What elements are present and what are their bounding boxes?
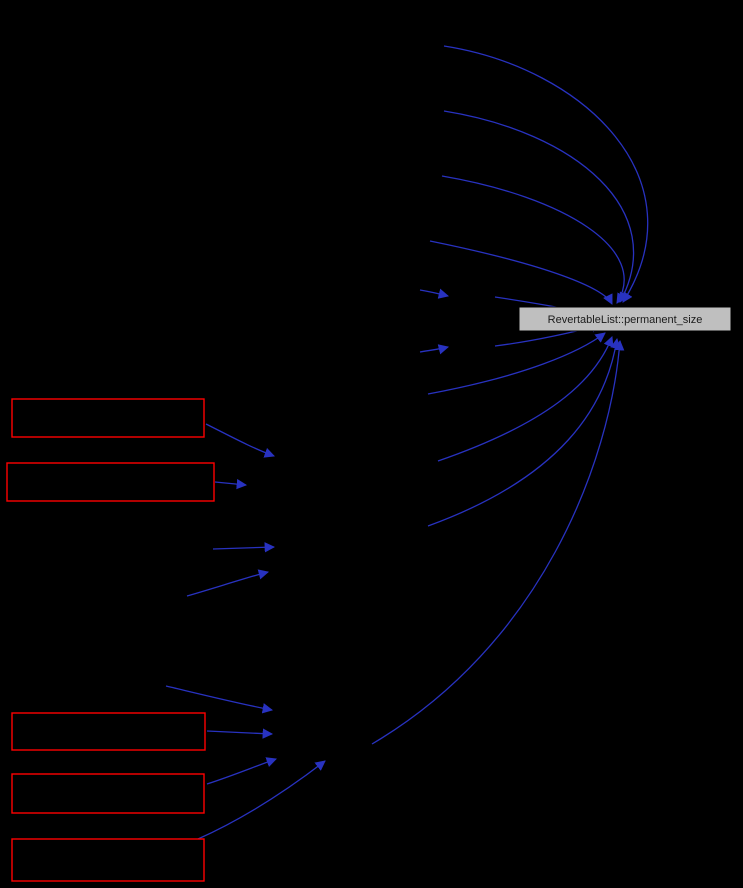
edge-hidden-3	[165, 685, 274, 714]
edge-mid-short-2	[419, 344, 450, 355]
main-node-box[interactable]	[518, 306, 732, 332]
edge-hidden-1	[212, 542, 276, 553]
edge-caller-low-1	[427, 332, 606, 395]
edge-caller-bottom-long	[371, 339, 625, 745]
edge-caller-top-3	[441, 175, 627, 304]
edge-box3-out	[206, 728, 274, 739]
caller-box-4[interactable]	[11, 773, 205, 814]
edge-box2-out	[214, 478, 248, 490]
edge-caller-low-3	[427, 337, 621, 527]
caller-box-5[interactable]	[11, 838, 205, 882]
edge-caller-top-4	[429, 240, 613, 305]
caller-boxes-group	[6, 398, 215, 882]
caller-box-3[interactable]	[11, 712, 206, 751]
main-node-label: RevertableList::permanent_size	[548, 314, 703, 326]
edge-caller-low-2	[437, 336, 614, 462]
edge-box1-out	[205, 423, 275, 458]
edge-caller-top-2	[443, 110, 634, 303]
edge-box4-out	[206, 757, 277, 785]
edge-box5-out	[197, 760, 326, 840]
edges-group	[165, 45, 649, 840]
caller-box-2[interactable]	[6, 462, 215, 502]
main-node[interactable]: RevertableList::permanent_size	[518, 306, 732, 332]
edge-hidden-2	[186, 569, 270, 597]
edge-caller-top-1	[443, 45, 649, 303]
edge-mid-short-1	[419, 288, 450, 299]
caller-box-1[interactable]	[11, 398, 205, 438]
